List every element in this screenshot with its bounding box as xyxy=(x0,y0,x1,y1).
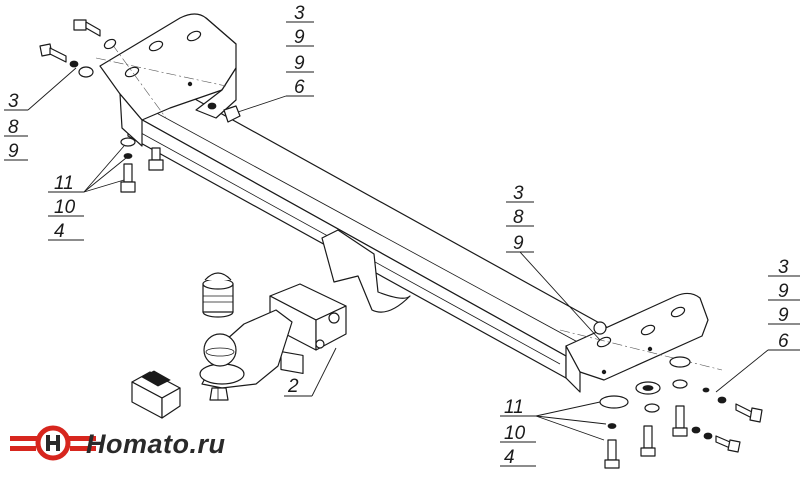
callout-label: 10 xyxy=(54,197,76,218)
callout-label: 9 xyxy=(778,281,789,302)
callout-label: 9 xyxy=(513,233,524,254)
receiver-plug xyxy=(131,370,181,419)
brand-logo: Homato.ru xyxy=(10,425,226,461)
tow-hook-assembly xyxy=(199,229,411,401)
left-fasteners xyxy=(39,19,241,193)
callout-label: 9 xyxy=(778,305,789,326)
right-fasteners xyxy=(593,321,763,469)
callout-label: 6 xyxy=(294,77,305,98)
callout-label: 3 xyxy=(8,91,19,112)
logo-text: Homato.ru xyxy=(86,429,226,459)
cross-beam xyxy=(127,87,613,379)
callout-label: 8 xyxy=(513,207,524,228)
ball-cap xyxy=(202,272,234,318)
callout-part-2: 2 xyxy=(287,376,299,397)
callout-label: 4 xyxy=(54,221,65,242)
callout-top-right-stack: 3 9 9 6 xyxy=(294,3,305,98)
steering-wheel-logo-icon xyxy=(10,425,96,461)
right-mounting-bracket xyxy=(559,292,723,393)
left-mounting-bracket xyxy=(95,13,237,147)
callout-label: 9 xyxy=(294,53,305,74)
callout-label: 9 xyxy=(294,27,305,48)
callout-label: 3 xyxy=(778,257,789,278)
callout-label: 8 xyxy=(8,117,19,138)
leader-lines xyxy=(4,21,800,467)
callout-label: 9 xyxy=(8,141,19,162)
callout-mid-stack: 3 8 9 xyxy=(513,183,524,254)
callout-label: 6 xyxy=(778,331,789,352)
callout-label: 11 xyxy=(54,173,74,194)
callout-label: 3 xyxy=(513,183,524,204)
callout-left-stack: 3 8 9 xyxy=(8,91,19,162)
callout-right-stack: 3 9 9 6 xyxy=(778,257,789,352)
callout-label: 10 xyxy=(504,423,526,444)
callout-right-bolt-stack: 11 10 4 xyxy=(504,397,526,468)
callout-label: 3 xyxy=(294,3,305,24)
callout-label: 11 xyxy=(504,397,524,418)
callout-label: 4 xyxy=(504,447,515,468)
callout-left-bolt-stack: 11 10 4 xyxy=(54,173,76,242)
